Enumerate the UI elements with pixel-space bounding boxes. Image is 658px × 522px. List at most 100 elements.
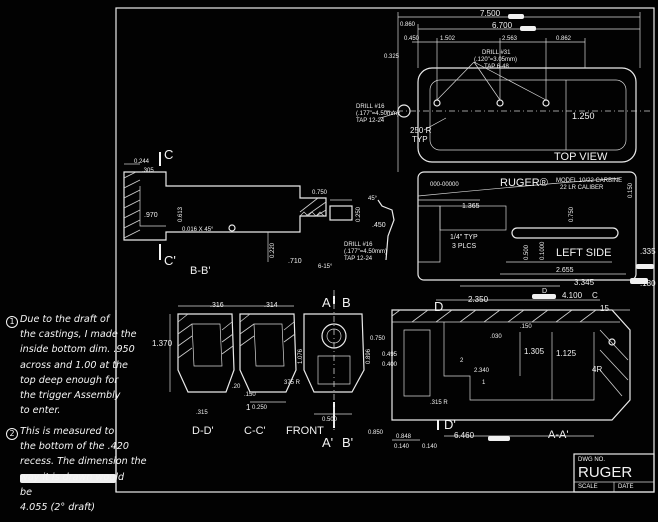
section-aa-hatch-5 xyxy=(483,309,501,323)
section-aa-hatch-9 xyxy=(579,309,597,323)
section-aa-hatch-1 xyxy=(391,309,401,317)
redaction-mark-1 xyxy=(508,14,524,19)
top-dim-1250: 1.250 xyxy=(572,111,595,121)
section-bb-outline xyxy=(123,171,327,241)
ls-dim-3345: 3.345 xyxy=(574,278,595,287)
left-side-slot xyxy=(511,227,619,239)
caliber-text: 22 LR CALIBER xyxy=(560,185,604,191)
title-block-date-label: DATE xyxy=(618,484,634,490)
section-cc-hatch-4 xyxy=(283,321,295,331)
redaction-mark-7 xyxy=(20,474,116,483)
bb-dim-0244: 0.244 xyxy=(134,159,150,165)
bb-dim-6152: 6-15° xyxy=(318,264,333,270)
front-dim-375r: 375 R xyxy=(284,380,301,386)
top-view-hole-b xyxy=(496,99,504,107)
section-aa-hatch-10 xyxy=(599,329,629,361)
note2-line-5: be xyxy=(20,486,32,498)
front-dim-316: .316 xyxy=(210,302,224,309)
top-drill31-size: (.120"=3.05mm) xyxy=(474,57,517,63)
top-tap1224: TAP 12-24 xyxy=(356,118,385,124)
section-aa-hatch-6 xyxy=(507,309,525,323)
section-aa-hatch-8 xyxy=(555,309,573,323)
hook-feature xyxy=(377,199,395,261)
note1-line-6: the trigger Assembly xyxy=(20,390,121,402)
section-dd-title: D-D' xyxy=(192,425,214,437)
left-side-top-curve xyxy=(417,177,621,197)
ls-circle-d: D xyxy=(542,288,548,295)
section-aa-hatch-11 xyxy=(599,349,629,381)
top-dim-0325: 0.325 xyxy=(384,54,400,60)
left-side-window xyxy=(439,205,507,231)
ls-dim-180: .180 xyxy=(640,279,656,288)
aa-dim-2: 2 xyxy=(460,358,464,364)
section-dd-hatch-5 xyxy=(221,321,233,331)
cut-marker-a-prime: A' xyxy=(322,435,334,450)
section-aa-title: A-A' xyxy=(548,429,569,441)
section-bb-teeth xyxy=(299,211,325,217)
front-title: FRONT xyxy=(286,425,324,437)
aa-dim-1305: 1.305 xyxy=(524,347,545,356)
cut-marker-d-prime: D' xyxy=(444,417,456,432)
section-aa-hatch-2 xyxy=(411,309,429,323)
section-aa-hatch-7 xyxy=(531,309,549,323)
ls-dim-0150: 0.150 xyxy=(628,182,634,198)
section-cc-hatch-3 xyxy=(239,335,255,347)
aa-dim-15: 15 xyxy=(600,304,609,313)
title-block-dwg-label: DWG NO. xyxy=(578,457,605,463)
cut-marker-a: A xyxy=(322,295,331,310)
aa-dim-6460: 6.460 xyxy=(454,431,475,440)
note2-text: This is measured to the bottom of the .4… xyxy=(20,424,147,515)
top-dim-0860: 0.860 xyxy=(400,22,416,28)
section-aa-inner-cut xyxy=(443,322,595,401)
front-dim-1370: 1.370 xyxy=(152,339,173,348)
top-view-leader-5 xyxy=(423,117,447,131)
section-dd-hatch-7 xyxy=(221,345,234,355)
note1-text: Due to the draft of the castings, I made… xyxy=(20,312,137,418)
section-cc-title: C-C' xyxy=(244,425,266,437)
section-dd-inner xyxy=(191,323,223,367)
note2-line-1: This is measured to xyxy=(20,426,115,437)
section-bb-hatch-4 xyxy=(123,199,141,209)
front-dim-314: .314 xyxy=(264,302,278,309)
cut-marker-b: B xyxy=(342,295,351,310)
top-dim-6700: 6.700 xyxy=(492,21,513,30)
note1-line-7: to enter. xyxy=(20,405,61,417)
top-dim-1502: 1.502 xyxy=(440,36,456,42)
aa-dim-2350: 2.350 xyxy=(468,295,489,304)
title-block-scale-label: SCALE xyxy=(578,484,598,490)
section-aa-hatch-12 xyxy=(599,369,623,397)
top-view-hole-a xyxy=(433,99,441,107)
top-view-outline xyxy=(417,67,637,163)
bb-tap1224: TAP 12-24 xyxy=(344,256,373,262)
top-view-leader-3 xyxy=(473,61,547,101)
top-view-leader-1 xyxy=(436,61,475,101)
ls-dim-01000: 0.1000 xyxy=(540,241,546,260)
section-cc-inner xyxy=(253,323,285,367)
note1-line-5: top deep enough for xyxy=(20,374,119,386)
note1-line-4: across and 1.00 at the xyxy=(20,359,128,371)
model-text: MODEL 10/22 CARBINE xyxy=(556,178,623,184)
section-aa-hatch-3 xyxy=(435,309,453,323)
aa-dim-0140: 0.140 xyxy=(422,444,438,450)
top-view-title: TOP VIEW xyxy=(554,151,608,163)
redaction-mark-5 xyxy=(532,294,556,299)
bb-dim-0613: 0.613 xyxy=(178,206,184,222)
top-dim-0862: 0.862 xyxy=(556,36,572,42)
front-dim-0250: 0.250 xyxy=(252,405,268,411)
cut-marker-d: D xyxy=(434,299,444,314)
aa-dim-150: .150 xyxy=(520,324,532,330)
top-drill31: DRILL #31 xyxy=(482,50,511,56)
brand-reg: RUGER® xyxy=(500,177,548,189)
ls-dim-335: .335 xyxy=(640,247,656,256)
note1-marker: 1 xyxy=(6,316,18,328)
top-tap648: TAP 6-48 xyxy=(484,64,509,70)
redaction-mark-4 xyxy=(630,278,648,284)
note2-marker: 2 xyxy=(6,428,18,440)
front-dim-0140: 0.140 xyxy=(394,444,410,450)
section-cc-hatch-5 xyxy=(283,333,296,343)
note2-line-6: 4.055 (2° draft) xyxy=(20,502,96,514)
bb-dim-0250: 0.250 xyxy=(356,206,362,222)
section-bb-hatch-9 xyxy=(305,201,327,217)
